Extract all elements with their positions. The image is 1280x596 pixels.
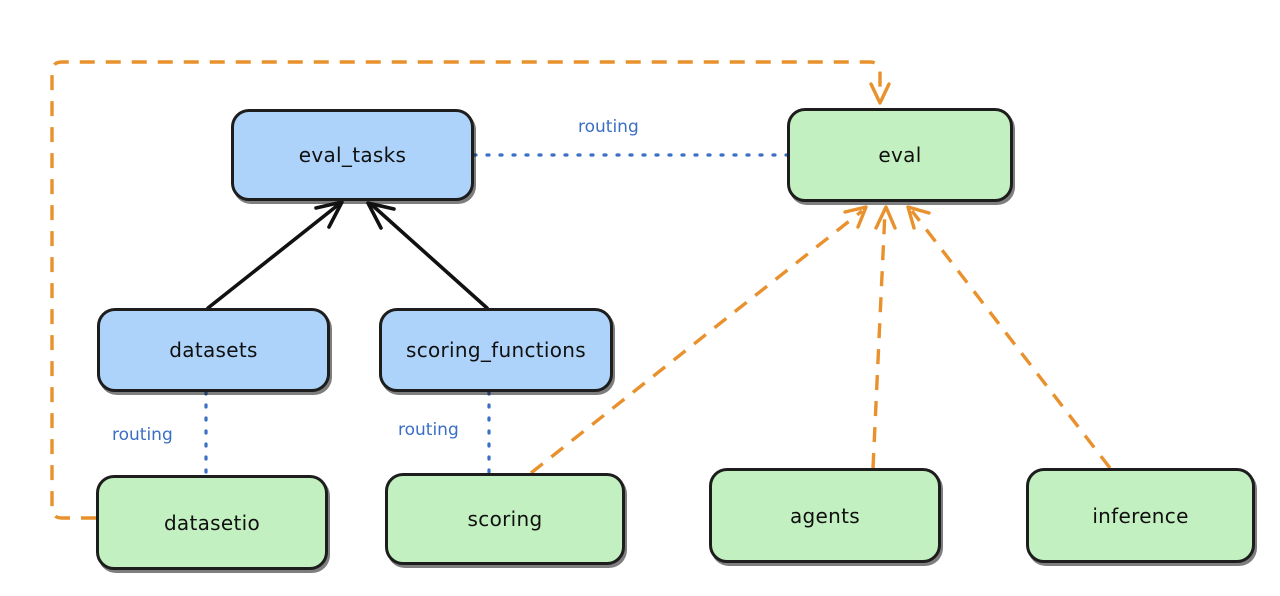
- edge-inference-to-eval: [910, 209, 1112, 470]
- node-inference[interactable]: inference: [1026, 468, 1255, 563]
- node-eval-tasks-label: eval_tasks: [298, 143, 407, 167]
- edge-datasets-to-eval-tasks: [206, 203, 340, 310]
- node-datasetio-label: datasetio: [163, 510, 261, 535]
- node-scoring[interactable]: scoring: [385, 473, 625, 565]
- arrowhead-scoring-to-eval: [843, 205, 868, 229]
- edge-datasetio-to-eval: [50, 60, 882, 520]
- arrowhead-datasetio-to-eval: [869, 82, 891, 105]
- node-eval[interactable]: eval: [787, 108, 1013, 202]
- node-eval-tasks[interactable]: eval_tasks: [231, 109, 474, 201]
- edge-label-routing-scoring: routing: [398, 420, 459, 440]
- node-agents-label: agents: [790, 503, 860, 528]
- node-agents[interactable]: agents: [709, 468, 941, 563]
- arrowhead-agents-to-eval: [874, 205, 897, 230]
- node-datasets-label: datasets: [169, 338, 258, 362]
- node-inference-label: inference: [1092, 503, 1189, 528]
- node-scoring-functions[interactable]: scoring_functions: [379, 308, 613, 392]
- edge-label-routing-eval-tasks: routing: [578, 117, 639, 137]
- node-datasets[interactable]: datasets: [97, 308, 330, 392]
- edge-label-routing-datasets: routing: [112, 425, 173, 445]
- arrowhead-datasets-to-eval-tasks: [314, 200, 344, 229]
- node-scoring-label: scoring: [467, 507, 543, 531]
- node-scoring-functions-label: scoring_functions: [405, 338, 587, 362]
- arrowhead-scoring-functions-to-eval-tasks: [366, 201, 396, 230]
- arrowhead-inference-to-eval: [906, 205, 931, 230]
- node-datasetio[interactable]: datasetio: [96, 475, 328, 570]
- node-eval-label: eval: [878, 143, 922, 167]
- edge-scoring-to-eval: [529, 209, 864, 475]
- edge-agents-to-eval: [871, 210, 887, 469]
- edge-scoring-functions-to-eval-tasks: [370, 203, 489, 310]
